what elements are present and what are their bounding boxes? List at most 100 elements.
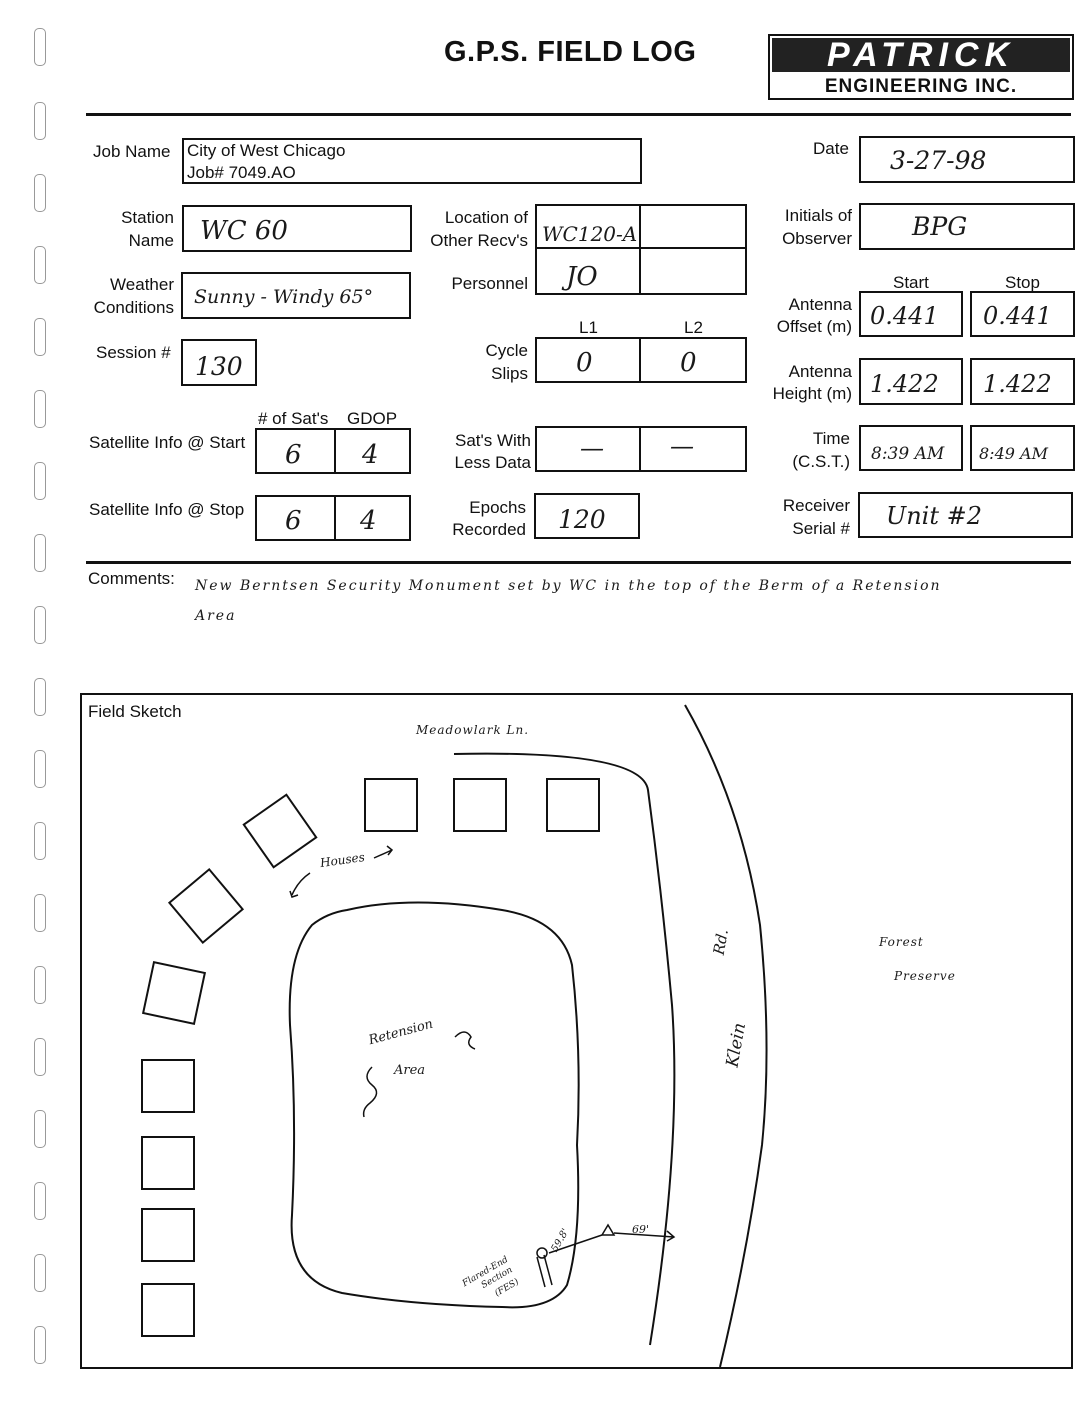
field-sketch-label: Field Sketch (88, 702, 182, 721)
antenna-offset-start-value: 0.441 (870, 302, 939, 330)
job-name-value: City of West Chicago (187, 141, 346, 160)
gdop-header: GDOP (347, 409, 398, 428)
antenna-offset-label-1: Antenna (788, 295, 852, 314)
antenna-height-stop-field (970, 358, 1075, 405)
grid-divider (639, 337, 641, 383)
sat-info-stop-label: Satellite Info @ Stop (89, 500, 245, 519)
forest-label: Forest (879, 935, 924, 949)
time-stop-field (970, 425, 1075, 471)
logo-subtitle: ENGINEERING INC. (824, 76, 1018, 97)
sat-start-num-value: 6 (285, 440, 302, 470)
time-label-1: Time (812, 429, 850, 448)
section-divider (86, 561, 1071, 564)
binder-hole (34, 534, 46, 572)
location-recv-value: WC120-A (542, 222, 638, 246)
binder-hole (34, 822, 46, 860)
job-name-label: Job Name (93, 142, 171, 161)
squiggle (454, 1031, 476, 1050)
session-field (181, 339, 257, 386)
house (546, 778, 600, 832)
cycle-slips-grid (535, 337, 747, 383)
date-label: Date (813, 139, 849, 158)
company-logo: PATRICK ENGINEERING INC. (768, 34, 1074, 100)
stop-header: Stop (1005, 273, 1040, 292)
meadowlark-road-edge (453, 752, 676, 1346)
house (141, 1136, 195, 1190)
l1-header: L1 (579, 318, 598, 337)
field-sketch-frame: Field Sketch (80, 693, 1073, 1369)
weather-field (181, 272, 411, 319)
epochs-label-1: Epochs (469, 498, 526, 517)
binder-hole (34, 1326, 46, 1364)
num-sats-header: # of Sat's (258, 409, 329, 428)
fes-marker (536, 1254, 553, 1288)
binder-hole (34, 966, 46, 1004)
weather-label-2: Conditions (93, 298, 174, 317)
grid-divider (334, 495, 336, 541)
preserve-label: Preserve (894, 969, 956, 983)
antenna-offset-start-field (859, 291, 963, 337)
job-name-field (182, 138, 642, 184)
epochs-field (534, 493, 640, 539)
house (141, 960, 207, 1026)
cycle-slips-label-2: Slips (491, 364, 528, 383)
retension-area-outline (288, 901, 580, 1309)
time-label-2: (C.S.T.) (792, 452, 850, 471)
houses-arrow (373, 845, 394, 859)
binder-hole (34, 174, 46, 212)
houses-arrow (289, 872, 311, 898)
personnel-value: JO (566, 262, 598, 292)
job-number-value: Job# 7049.AO (187, 163, 296, 182)
sat-stop-num-value: 6 (285, 506, 302, 536)
sats-less-l1-value: — (580, 434, 604, 462)
station-name-label-1: Station (121, 208, 174, 227)
monument-triangle (600, 1223, 616, 1236)
date-value: 3-27-98 (890, 146, 987, 175)
cycle-slips-l1-value: 0 (576, 348, 593, 378)
dim-69-label: 69' (632, 1223, 650, 1236)
header-divider (86, 113, 1071, 116)
date-field (859, 136, 1075, 183)
start-header: Start (893, 273, 929, 292)
sketch-drawing (141, 704, 768, 1367)
house (141, 1208, 195, 1262)
station-name-label-2: Name (128, 231, 174, 250)
initials-label-1: Initials of (784, 206, 852, 225)
binder-hole (34, 1110, 46, 1148)
binder-hole (34, 678, 46, 716)
grid-divider (639, 426, 641, 472)
time-stop-value: 8:49 AM (979, 444, 1048, 463)
cycle-slips-l2-value: 0 (680, 348, 697, 378)
comments-label: Comments: (88, 569, 175, 588)
time-start-value: 8:39 AM (871, 444, 945, 464)
antenna-height-start-field (859, 358, 963, 405)
initials-value: BPG (912, 212, 968, 241)
area-label: Area (394, 1063, 426, 1078)
meadowlark-label: Meadowlark Ln. (416, 723, 530, 737)
grid-divider (334, 428, 336, 474)
grid-divider (535, 247, 747, 249)
receiver-value: Unit #2 (886, 502, 983, 530)
antenna-height-stop-value: 1.422 (983, 370, 1052, 398)
sat-start-gdop-value: 4 (362, 440, 379, 470)
epochs-value: 120 (558, 505, 606, 534)
grid-divider (639, 204, 641, 295)
location-personnel-grid (535, 204, 747, 295)
session-value: 130 (195, 352, 243, 381)
cycle-slips-label-1: Cycle (485, 341, 528, 360)
klein-road-edge (684, 704, 768, 1367)
house (453, 778, 507, 832)
binder-hole (34, 246, 46, 284)
house (167, 867, 245, 945)
comments-line-1: New Berntsen Security Monument set by WC… (195, 578, 942, 594)
house (141, 1283, 195, 1337)
fes-circle (536, 1247, 548, 1259)
binder-hole (34, 1182, 46, 1220)
binder-hole (34, 894, 46, 932)
time-start-field (859, 425, 963, 471)
binder-hole (34, 390, 46, 428)
binder-hole (34, 1254, 46, 1292)
sats-less-l2-value: — (670, 432, 694, 460)
binder-hole (34, 462, 46, 500)
station-name-value: WC 60 (200, 216, 288, 246)
